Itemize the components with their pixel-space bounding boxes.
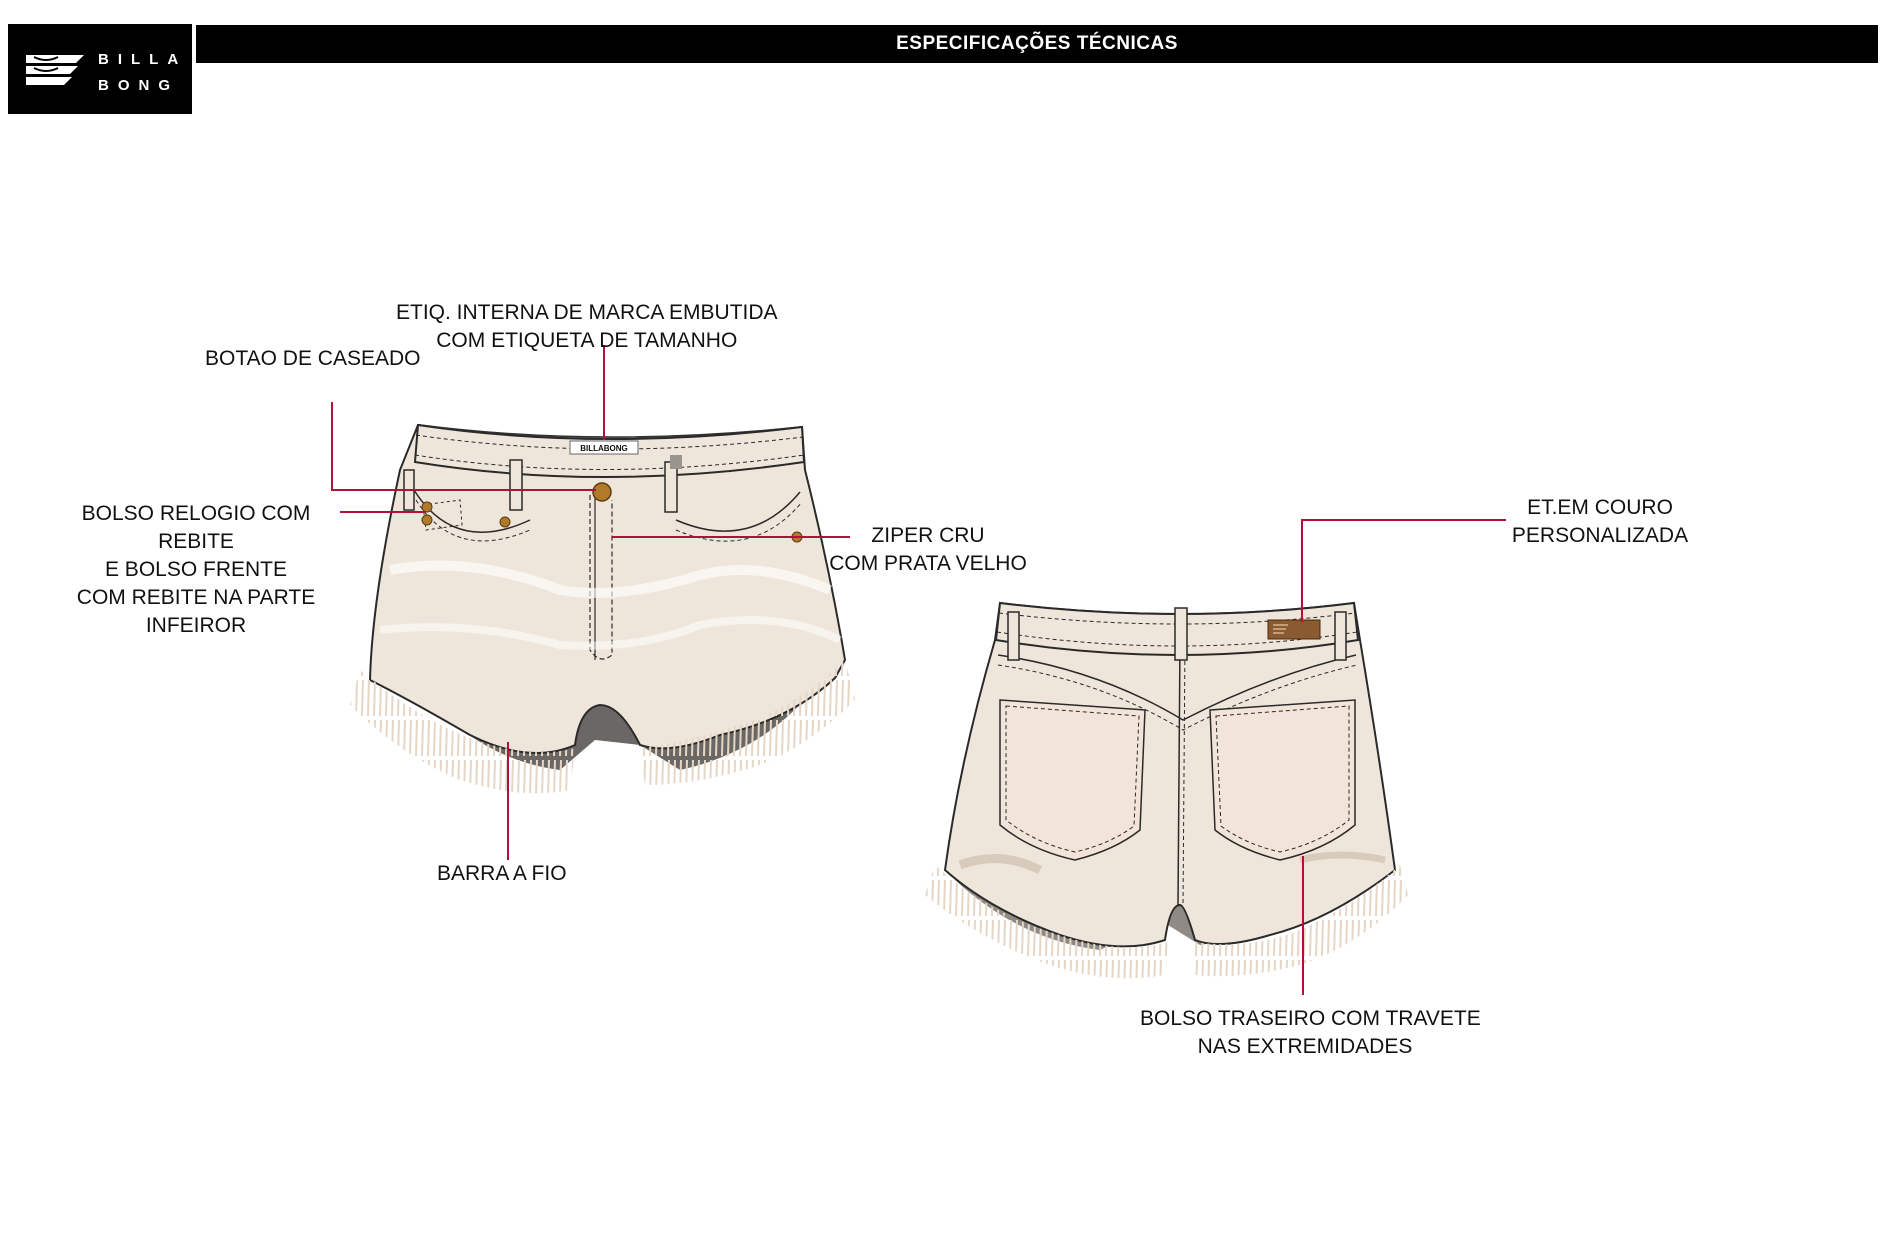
front-watch-pocket xyxy=(422,499,463,531)
label-bolso-relogio: BOLSO RELOGIO COM REBITE E BOLSO FRENTE … xyxy=(76,502,316,637)
callout-et-couro xyxy=(1301,519,1506,622)
front-belt-loop xyxy=(509,459,523,511)
back-belt-loop xyxy=(1174,607,1188,661)
header-bar: ESPECIFICAÇÕES TÉCNICAS xyxy=(196,25,1878,63)
front-label-tag-shape xyxy=(569,440,639,455)
page-title: ESPECIFICAÇÕES TÉCNICAS xyxy=(896,33,1178,54)
front-button xyxy=(592,482,612,502)
logo-text-line2: BONG xyxy=(98,77,179,94)
front-right-pocket xyxy=(675,491,801,532)
front-shorts-drawing: BILLABONG xyxy=(350,423,855,794)
front-rivet xyxy=(421,501,433,513)
brand-logo: BILLA BONG xyxy=(8,24,192,114)
front-label-tag-text: BILLABONG xyxy=(580,444,628,453)
back-belt-loop xyxy=(1007,611,1020,661)
back-belt-loop xyxy=(1334,611,1347,661)
front-belt-loop xyxy=(664,461,678,513)
front-fringe-left xyxy=(350,670,575,794)
back-fringe-right xyxy=(1195,865,1408,977)
back-shorts-drawing xyxy=(925,601,1408,979)
label-bolso-traseiro: BOLSO TRASEIRO COM TRAVETE NAS EXTREMIDA… xyxy=(1140,1007,1481,1058)
back-left-pocket xyxy=(999,699,1146,861)
back-shorts-body xyxy=(943,601,1397,948)
label-etiq-interna: ETIQ. INTERNA DE MARCA EMBUTIDA COM ETIQ… xyxy=(396,301,778,352)
label-barra-fio: BARRA A FIO xyxy=(437,862,567,885)
front-fringe-right xyxy=(640,660,855,785)
front-rivet xyxy=(499,516,511,528)
label-et-couro: ET.EM COURO PERSONALIZADA xyxy=(1511,496,1689,547)
front-rivet xyxy=(421,514,433,526)
front-fly xyxy=(589,495,613,660)
wave-logo-icon xyxy=(26,55,84,85)
label-ziper: ZIPER CRU COM PRATA VELHO xyxy=(829,524,1027,575)
callout-lines xyxy=(331,345,1506,995)
label-botao-caseado: BOTAO DE CASEADO xyxy=(205,347,421,370)
back-yoke xyxy=(997,654,1357,721)
callout-botao xyxy=(331,402,596,491)
logo-text-line1: BILLA xyxy=(98,51,188,68)
back-right-pocket xyxy=(1209,699,1356,861)
back-fringe-left xyxy=(925,865,1168,979)
